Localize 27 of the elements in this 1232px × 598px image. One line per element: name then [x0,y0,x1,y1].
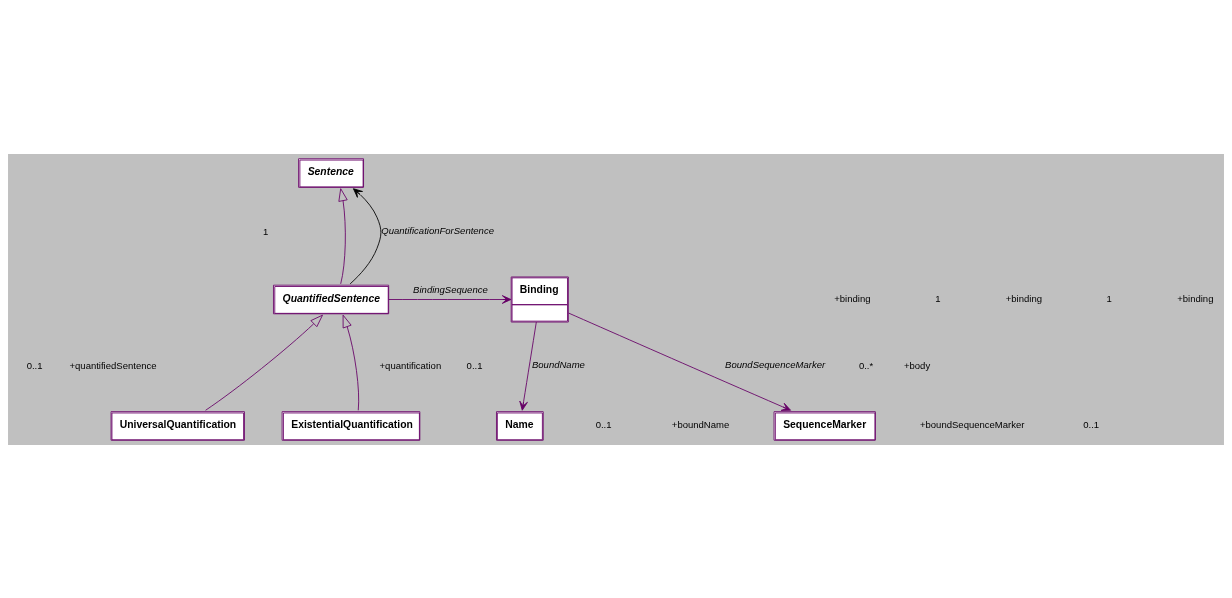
arrow [342,314,360,411]
arrow [568,312,792,411]
edge-label: BoundName [531,358,585,370]
label: +boundName [671,418,730,430]
label: +quantification [379,359,442,371]
label: 1 [935,292,941,304]
edge-label: QuantificationForSentence [381,224,494,236]
arrow [349,187,382,284]
label: 0..1 [595,418,612,430]
label: +body [903,359,931,371]
label: 1 [263,225,269,237]
label: +quantifiedSentence [69,359,157,371]
label: +binding [1005,292,1042,304]
arrow [519,321,537,411]
label: +binding [1177,292,1214,304]
label: +boundSequenceMarker [919,418,1025,430]
edge-label: BoundSequenceMarker [725,358,826,370]
arrow [388,294,512,304]
label: 0..* [858,359,874,371]
label: 0..1 [1083,418,1100,430]
label: 0..1 [466,359,483,371]
arrow [205,314,323,411]
edge-label: BindingSequence [413,283,488,295]
label: 1 [1106,292,1112,304]
arrow [338,187,348,284]
label: +binding [834,292,871,304]
label: 0..1 [26,359,43,371]
